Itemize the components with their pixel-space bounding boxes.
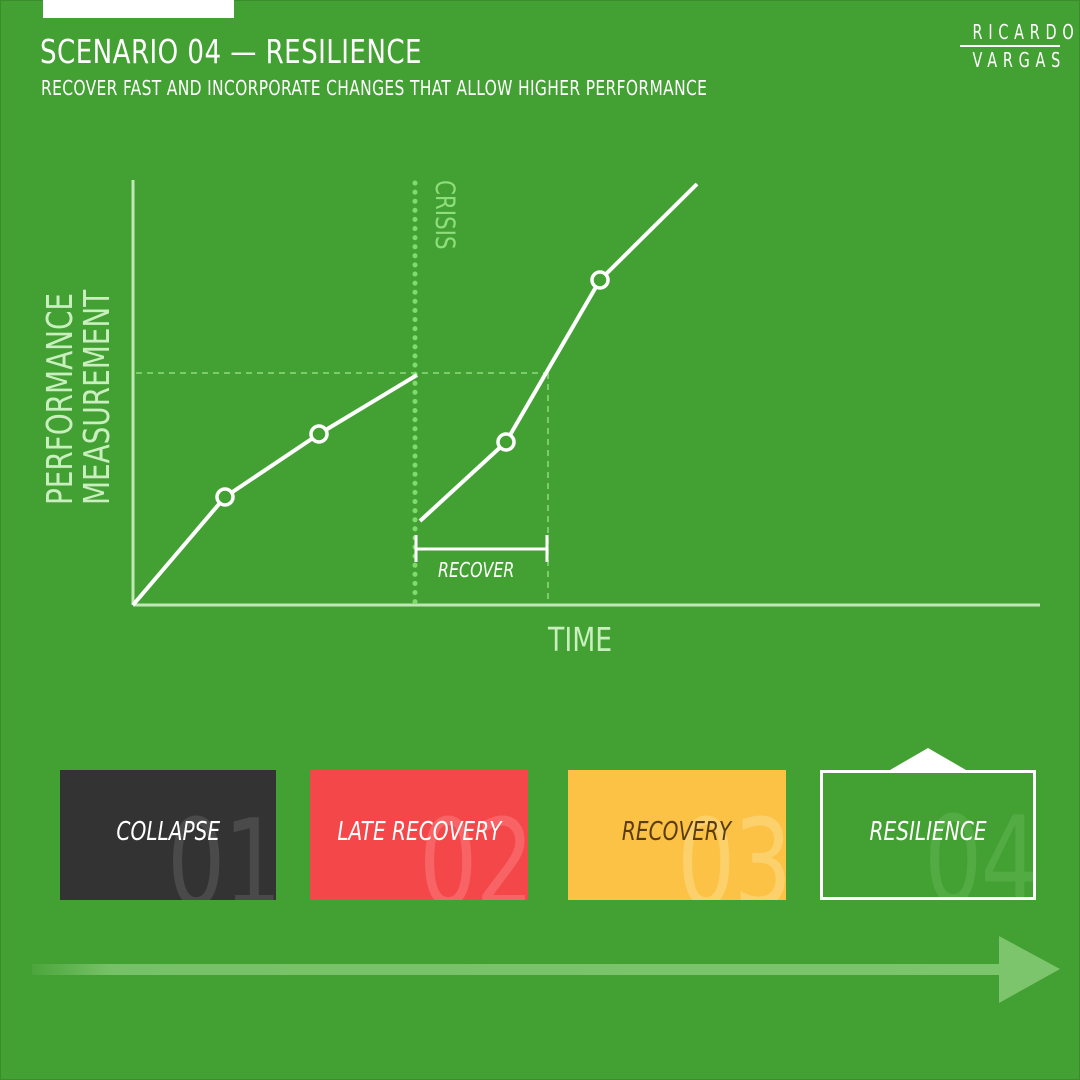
scenario-label-wrap: RECOVERY — [568, 817, 786, 847]
logo-divider — [960, 45, 1060, 47]
scenario-card-recovery[interactable]: 03 RECOVERY — [568, 770, 786, 900]
curve-point — [590, 270, 610, 290]
scenario-number: 04 — [923, 792, 1036, 900]
scenario-label-wrap: RESILIENCE — [823, 817, 1033, 847]
recover-bracket — [414, 535, 549, 562]
brand-logo: RICARDO VARGAS — [958, 20, 1074, 72]
curve-point — [496, 432, 516, 452]
recover-label: RECOVER — [438, 558, 515, 582]
timeline-arrow-head — [999, 936, 1060, 1003]
crisis-label: CRISIS — [429, 180, 460, 259]
scenario-card-collapse[interactable]: 01 COLLAPSE — [60, 770, 276, 900]
scenario-label: RESILIENCE — [869, 817, 987, 847]
scenario-number: 02 — [418, 795, 528, 901]
scenario-label-wrap: COLLAPSE — [60, 817, 276, 847]
scenario-label: RECOVERY — [622, 817, 732, 847]
selected-scenario-pointer — [890, 748, 966, 770]
y-axis-label-line-2: MEASUREMENT — [77, 289, 118, 505]
crisis-label-text: CRISIS — [429, 180, 460, 250]
scenario-label: LATE RECOVERY — [336, 817, 501, 847]
scenario-card-late-recovery[interactable]: 02 LATE RECOVERY — [310, 770, 528, 900]
performance-curve-pre-crisis — [131, 373, 419, 607]
scenario-card-resilience[interactable]: 04 RESILIENCE — [820, 770, 1036, 900]
curve-point — [215, 487, 235, 507]
timeline-arrow-shaft — [32, 964, 1007, 975]
scenario-number: 01 — [166, 795, 276, 901]
y-axis-label: PERFORMANCE MEASUREMENT — [40, 255, 118, 505]
page-subtitle: RECOVER FAST AND INCORPORATE CHANGES THA… — [41, 76, 708, 100]
y-axis-label-line-1: PERFORMANCE — [40, 292, 81, 505]
logo-line-2: VARGAS — [972, 48, 1067, 72]
performance-curve-post-crisis — [418, 182, 699, 523]
scenario-number: 03 — [676, 795, 786, 901]
scenario-label-wrap: LATE RECOVERY — [310, 817, 528, 847]
scenario-label: COLLAPSE — [116, 817, 220, 847]
x-axis-label: TIME — [548, 620, 613, 659]
top-accent-bar — [43, 0, 234, 18]
page-title: SCENARIO 04 — RESILIENCE — [40, 32, 422, 71]
curve-point — [309, 424, 329, 444]
